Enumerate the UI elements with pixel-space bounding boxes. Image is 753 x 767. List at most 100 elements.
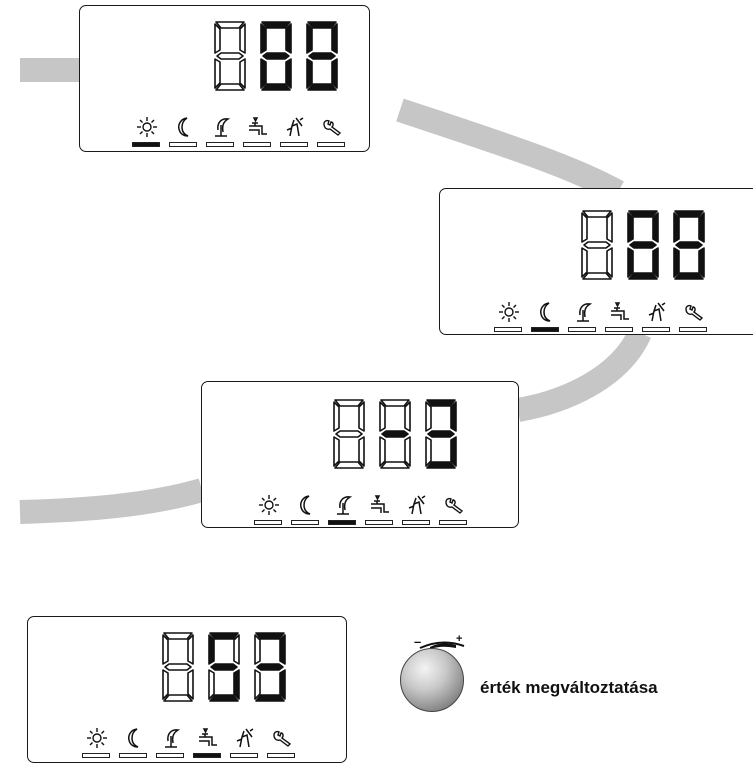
segment-c bbox=[239, 58, 246, 89]
mode-indicator-bar bbox=[531, 327, 559, 332]
sun-icon bbox=[87, 728, 107, 748]
radiator-curve-icon bbox=[337, 496, 353, 515]
segment-c bbox=[698, 247, 705, 278]
radiator-curve-icon bbox=[165, 729, 181, 748]
moon-icon bbox=[178, 117, 189, 137]
segment-g bbox=[216, 52, 244, 60]
display-panel-1 bbox=[79, 5, 370, 152]
seven-segment-digit bbox=[333, 399, 365, 469]
sun-icon bbox=[499, 302, 519, 322]
segment-a bbox=[380, 399, 410, 407]
mode-chimney-sweep bbox=[642, 301, 672, 337]
connector-arc-upper bbox=[396, 98, 624, 203]
segment-b bbox=[606, 212, 613, 243]
segment-a bbox=[307, 21, 337, 29]
moon-icon bbox=[128, 728, 139, 748]
segment-a bbox=[426, 399, 456, 407]
mode-indicator-bar bbox=[230, 753, 258, 758]
segment-g bbox=[164, 663, 192, 671]
segment-e bbox=[214, 58, 221, 89]
mode-moon bbox=[169, 116, 199, 152]
seven-segment-digit bbox=[208, 632, 240, 702]
seven-segment-digit bbox=[425, 399, 457, 469]
segment-f bbox=[627, 212, 634, 243]
mode-indicator-bar bbox=[206, 142, 234, 147]
mode-wrench bbox=[679, 301, 709, 337]
segment-f bbox=[425, 401, 432, 432]
segment-d bbox=[380, 461, 410, 469]
segment-c bbox=[450, 436, 457, 467]
knob-minus-label: – bbox=[414, 634, 422, 649]
knob-plus-label: + bbox=[456, 633, 463, 645]
chimney-sweep-icon bbox=[408, 495, 426, 515]
segment-g bbox=[210, 663, 238, 671]
segment-b bbox=[450, 401, 457, 432]
seven-segment-digit bbox=[162, 632, 194, 702]
segment-g bbox=[629, 241, 657, 249]
segment-c bbox=[187, 669, 194, 700]
segment-a bbox=[334, 399, 364, 407]
mode-indicator-bar bbox=[291, 520, 319, 525]
sun-icon bbox=[137, 117, 157, 137]
segment-f bbox=[333, 401, 340, 432]
segment-g bbox=[335, 430, 363, 438]
mode-indicator-bar bbox=[254, 520, 282, 525]
mode-sun bbox=[494, 301, 524, 337]
segment-g bbox=[262, 52, 290, 60]
mode-indicator-bar bbox=[365, 520, 393, 525]
segment-g bbox=[675, 241, 703, 249]
mode-indicator-bar bbox=[642, 327, 670, 332]
segment-c bbox=[331, 58, 338, 89]
segment-b bbox=[279, 634, 286, 665]
wrench-icon bbox=[445, 497, 464, 514]
segment-d bbox=[209, 694, 239, 702]
seven-segment-digit bbox=[306, 21, 338, 91]
segment-e bbox=[333, 436, 340, 467]
segment-b bbox=[187, 634, 194, 665]
mode-indicator-bar bbox=[605, 327, 633, 332]
hot-water-tap-icon bbox=[199, 728, 217, 746]
seven-segment-digit bbox=[254, 632, 286, 702]
segment-c bbox=[652, 247, 659, 278]
mode-indicator-bar bbox=[193, 753, 221, 758]
segment-d bbox=[582, 272, 612, 280]
segment-a bbox=[209, 632, 239, 640]
mode-indicator-bar bbox=[439, 520, 467, 525]
seven-segment-digit bbox=[581, 210, 613, 280]
mode-indicator-bar bbox=[568, 327, 596, 332]
segment-b bbox=[358, 401, 365, 432]
segment-c bbox=[358, 436, 365, 467]
mode-indicator-bar bbox=[280, 142, 308, 147]
wrench-icon bbox=[323, 119, 342, 136]
value-knob[interactable] bbox=[400, 648, 464, 712]
segment-f bbox=[162, 634, 169, 665]
hot-water-tap-icon bbox=[371, 495, 389, 513]
segment-g bbox=[308, 52, 336, 60]
segment-c bbox=[404, 436, 411, 467]
segment-e bbox=[425, 436, 432, 467]
chimney-sweep-icon bbox=[286, 117, 304, 137]
segment-g bbox=[256, 663, 284, 671]
display-panel-3 bbox=[201, 381, 519, 528]
hot-water-tap-icon bbox=[611, 302, 629, 320]
digit-group bbox=[575, 207, 725, 287]
segment-d bbox=[261, 83, 291, 91]
mode-wrench bbox=[267, 727, 297, 763]
segment-e bbox=[162, 669, 169, 700]
segment-e bbox=[379, 436, 386, 467]
moon-icon bbox=[300, 495, 311, 515]
mode-chimney-sweep bbox=[402, 494, 432, 530]
mode-indicator-bar bbox=[243, 142, 271, 147]
hot-water-tap-icon bbox=[249, 117, 267, 135]
segment-a bbox=[255, 632, 285, 640]
segment-b bbox=[239, 23, 246, 54]
segment-d bbox=[255, 694, 285, 702]
segment-b bbox=[285, 23, 292, 54]
segment-f bbox=[260, 23, 267, 54]
segment-f bbox=[379, 401, 386, 432]
segment-g bbox=[381, 430, 409, 438]
segment-d bbox=[307, 83, 337, 91]
seven-segment-digit bbox=[214, 21, 246, 91]
segment-b bbox=[652, 212, 659, 243]
mode-sun bbox=[132, 116, 162, 152]
